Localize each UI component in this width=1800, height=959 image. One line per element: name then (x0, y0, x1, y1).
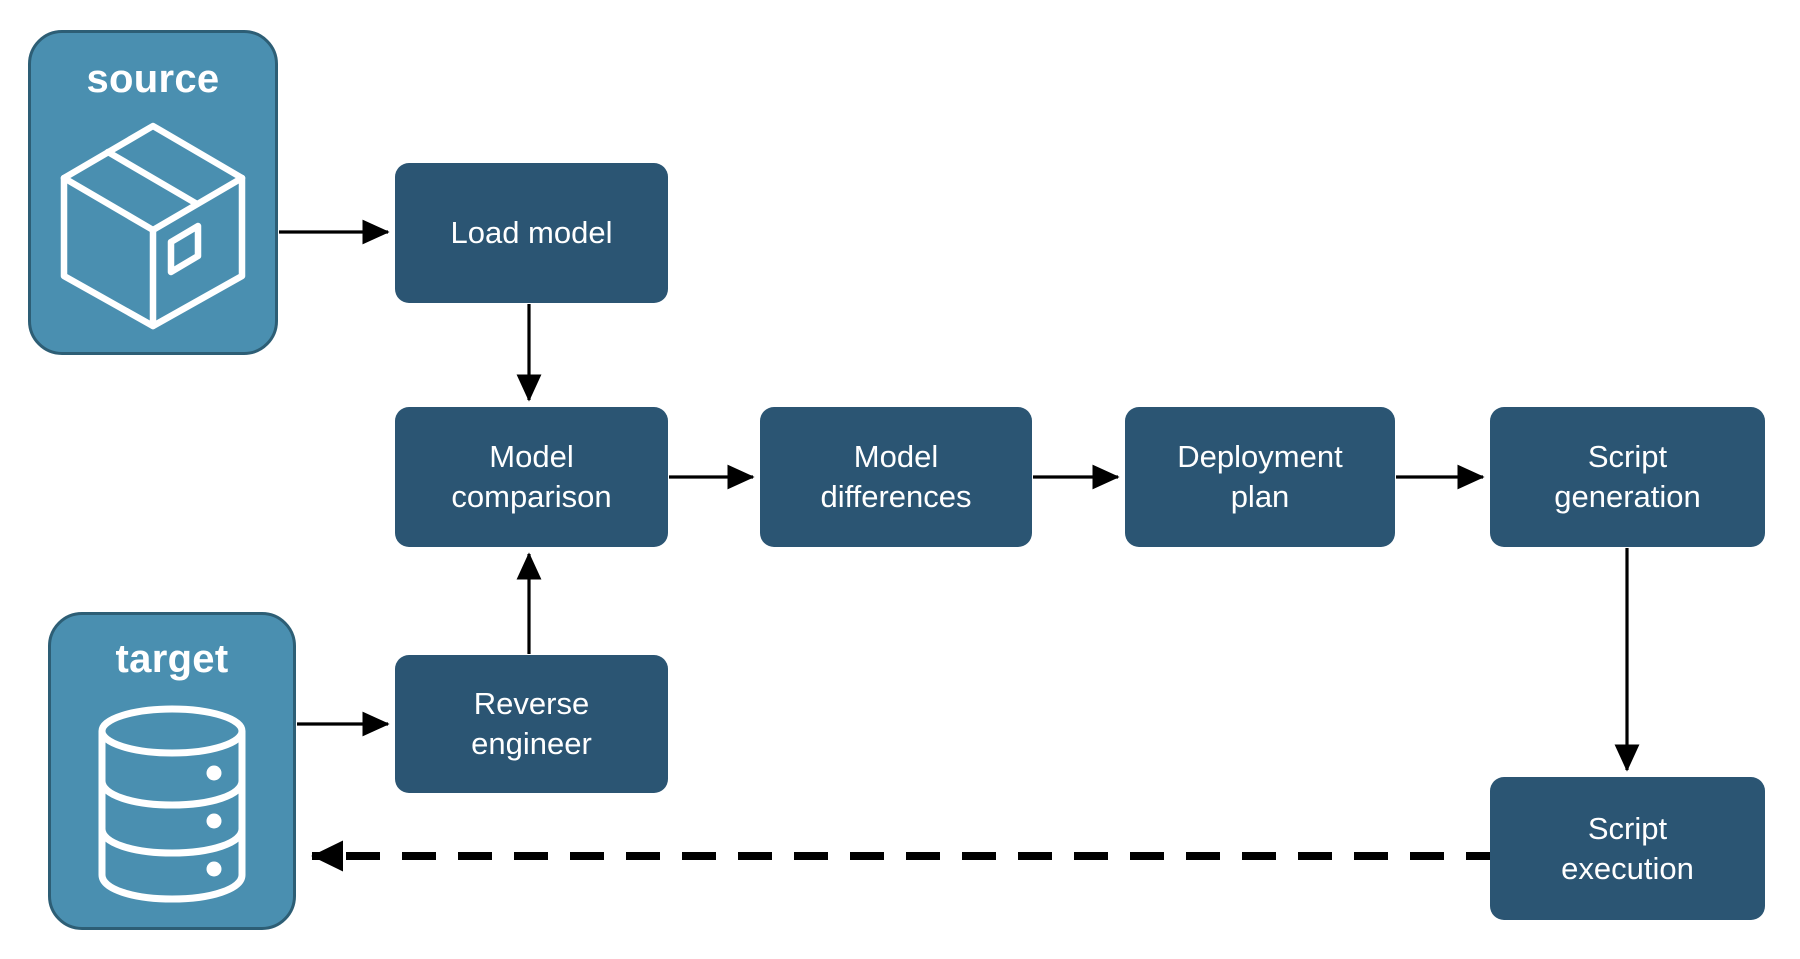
process-model-comparison[interactable]: Model comparison (395, 407, 668, 547)
process-model-differences[interactable]: Model differences (760, 407, 1032, 547)
process-script-generation[interactable]: Script generation (1490, 407, 1765, 547)
package-box-icon (31, 99, 275, 352)
process-deployment-plan[interactable]: Deployment plan (1125, 407, 1395, 547)
endpoint-source-label: source (86, 57, 220, 101)
endpoint-source[interactable]: source (28, 30, 278, 355)
endpoint-target[interactable]: target (48, 612, 296, 930)
process-reverse-engineer[interactable]: Reverse engineer (395, 655, 668, 793)
process-script-execution[interactable]: Script execution (1490, 777, 1765, 920)
endpoint-target-label: target (115, 637, 229, 681)
database-cylinder-icon (51, 679, 293, 927)
process-load-model[interactable]: Load model (395, 163, 668, 303)
